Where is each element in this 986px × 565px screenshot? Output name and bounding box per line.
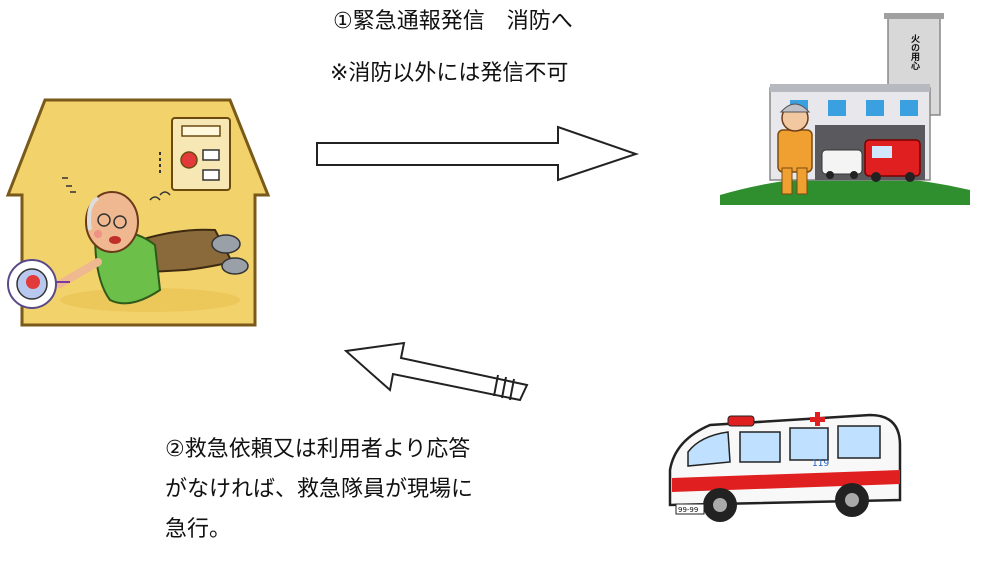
- ambulance-plate-text: 99-99: [678, 506, 698, 514]
- arrow-left-icon: [343, 341, 529, 402]
- emergency-call-panel-icon: [171, 117, 231, 191]
- ambulance-icon: [668, 412, 902, 522]
- ambulance-number-text: 119: [812, 459, 829, 469]
- house-with-fallen-elderly-man-icon: [5, 98, 271, 327]
- step1-line2: ※消防以外には発信不可: [330, 61, 569, 86]
- step1-line1: ①緊急通報発信 消防へ: [333, 9, 573, 34]
- step2-text: ②救急依頼又は利用者より応答 がなければ、救急隊員が現場に 急行。: [165, 437, 474, 542]
- tower-sign-text: 火の用心: [909, 34, 921, 71]
- fire-station-icon: [720, 13, 970, 205]
- arrow-right-icon: [316, 125, 640, 182]
- firefighter-icon: [777, 103, 813, 195]
- pendant-button-icon: [7, 259, 57, 309]
